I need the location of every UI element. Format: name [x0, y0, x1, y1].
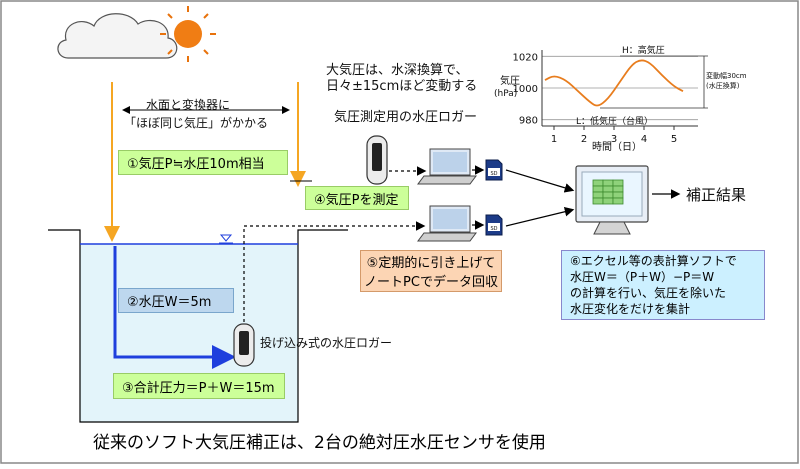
- submerged-logger-label: 投げ込み式の水圧ロガー: [260, 336, 393, 350]
- chart-x-tick-label-0: 1: [551, 134, 557, 145]
- sd-card-icon-top: [485, 159, 503, 181]
- chart-x-tick-label-2: 3: [611, 134, 617, 145]
- diagram-caption: 従来のソフト大気圧補正は、2台の絶対圧水圧センサを使用: [93, 433, 546, 453]
- sun-icon: [160, 6, 216, 62]
- step3-box: ③合計圧力＝P＋W＝15m: [113, 373, 285, 399]
- sd-to-pc-arrow-top: [505, 169, 575, 193]
- step5-box: ⑤定期的に引き上げて ノートPCでデータ回収: [360, 250, 502, 292]
- chart-x-tick-label-3: 4: [641, 134, 647, 145]
- chart-annotation-low: L：低気圧（台風）: [576, 115, 653, 127]
- cloud-icon: [57, 13, 178, 59]
- submerged-logger-icon: [233, 323, 255, 367]
- sd-card-icon-bottom: [485, 214, 503, 236]
- chart-xlabel: 時間（日）: [592, 141, 642, 153]
- atmosphere-text-line1: 大気圧は、水深換算で、: [326, 63, 469, 78]
- chart-x-tick-label-4: 5: [671, 134, 677, 145]
- laptop-icon-bottom: [417, 205, 477, 242]
- chart-ylabel-line2: (hPa): [494, 89, 517, 99]
- surface-note-line1: 水面と変換器に: [146, 98, 231, 112]
- chart-y-tick-label-0: 980: [519, 116, 538, 127]
- pressure-chart: 980 1000 1020 1 2 3 4 5 気圧 (hPa) 時間（日） H：高気圧 L：低気圧（台…: [494, 44, 747, 153]
- step1-label: ①気圧P≒水圧10m相当: [127, 157, 265, 172]
- step4-label: ④気圧Pを測定: [314, 192, 399, 208]
- step1-box: ①気圧P≒水圧10m相当: [118, 150, 288, 175]
- step2-box: ②水圧W＝5m: [118, 288, 234, 313]
- sd-text-bottom: SD: [490, 226, 497, 232]
- step6-line4: 水圧変化をだけを集計: [570, 302, 691, 316]
- chart-x-tick-label-1: 2: [581, 134, 587, 145]
- water-pressure-arrow: [113, 246, 236, 369]
- result-label: 補正結果: [686, 186, 747, 204]
- air-logger-icon: [366, 135, 388, 185]
- chart-y-tick-label-1: 1000: [513, 84, 538, 95]
- step6-box: ⑥エクセル等の表計算ソフトで 水圧W＝（P＋W）−P＝W の計算を行い、気圧を除…: [561, 250, 765, 320]
- chart-range-text-line1: 変動幅30cm: [706, 71, 747, 80]
- desktop-pc-icon: [575, 165, 649, 235]
- sd-text-top: SD: [490, 171, 497, 177]
- surface-note-line2: 「ほぼ同じ気圧」がかかる: [124, 116, 269, 130]
- step6-line3: の計算を行い、気圧を除いた: [570, 286, 727, 300]
- step6-line1: ⑥エクセル等の表計算ソフトで: [570, 254, 737, 268]
- step5-line1: ⑤定期的に引き上げて: [366, 256, 496, 271]
- chart-ylabel-line1: 気圧: [500, 74, 520, 87]
- chart-series-line-0: [544, 59, 684, 107]
- step2-label: ②水圧W＝5m: [127, 295, 212, 310]
- chart-range-text-line2: (水圧換算): [706, 81, 740, 90]
- sd-to-pc-arrow-bottom: [505, 207, 575, 227]
- step4-box: ④気圧Pを測定: [305, 186, 409, 210]
- step6-line2: 水圧W＝（P＋W）−P＝W: [570, 270, 715, 284]
- step5-line2: ノートPCでデータ回収: [364, 275, 498, 290]
- air-logger-label: 気圧測定用の水圧ロガー: [334, 110, 478, 125]
- laptop-icon-top: [417, 148, 477, 185]
- chart-annotation-high: H：高気圧: [622, 44, 665, 56]
- chart-y-tick-label-2: 1020: [513, 52, 538, 63]
- atmosphere-text-line2: 日々±15cmほど変動する: [326, 79, 478, 94]
- step3-label: ③合計圧力＝P＋W＝15m: [122, 380, 275, 396]
- retrieve-dashed-line: [243, 221, 426, 322]
